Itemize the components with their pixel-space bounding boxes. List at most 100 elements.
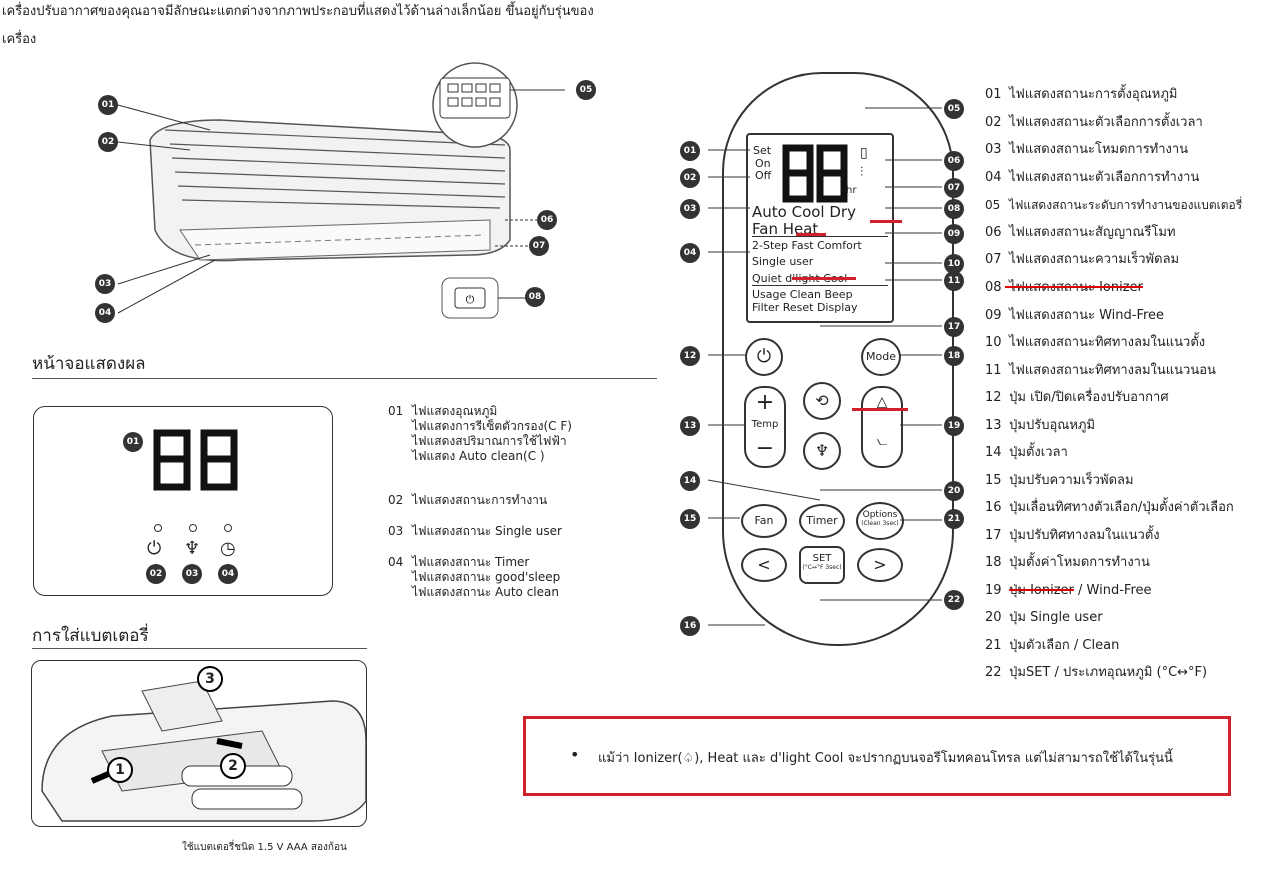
intro-line-1: เครื่องปรับอากาศของคุณอาจมีลักษณะแตกต่าง…: [2, 4, 594, 19]
display-item-text: ไฟแสดง Auto clean(C ): [412, 449, 545, 463]
temp-up-icon[interactable]: +: [755, 390, 775, 415]
remote-options-button[interactable]: Options (Clean 3sec): [856, 502, 904, 540]
remote-badge-12: 12: [680, 346, 700, 366]
lcd-off: Off: [755, 169, 772, 182]
legend-item-15: 15 ปุ่มปรับความเร็วพัดลม: [985, 473, 1134, 488]
remote-badge-17: 17: [944, 317, 964, 337]
strike-heat: [796, 233, 826, 236]
battery-illustration: 1 2 3: [31, 660, 367, 827]
power-icon: ⏻: [147, 538, 162, 559]
battery-section-rule: [32, 648, 367, 649]
legend-item-17: 17 ปุ่มปรับทิศทางลมในแนวตั้ง: [985, 528, 1160, 543]
remote-right-button[interactable]: >: [857, 548, 903, 582]
display-item-text: ไฟแสดงสถานะ Single user: [412, 524, 562, 538]
display-badge-01: 01: [123, 432, 143, 452]
remote-badge-22: 22: [944, 590, 964, 610]
lcd-fan-speed-icon: ⫶: [860, 165, 864, 180]
remote-badge-05: 05: [944, 99, 964, 119]
remote-power-button[interactable]: ⏻: [745, 338, 783, 376]
remote-badge-18: 18: [944, 346, 964, 366]
remote-vertical-swing-button[interactable]: ⟲: [803, 382, 841, 420]
lcd-opt-2: Single user: [752, 255, 814, 268]
legend-item-05: 05 ไฟแสดงสถานะระดับการทำงานของแบตเตอรี่: [985, 198, 1243, 212]
lcd-opt-1: 2-Step Fast Comfort: [752, 239, 862, 252]
legend-item-09: 09 ไฟแสดงสถานะ Wind-Free: [985, 308, 1165, 323]
indoor-unit-illustration: ⏻: [117, 62, 565, 319]
legend-item-20: 20 ปุ่ม Single user: [985, 610, 1103, 625]
lcd-battery-icon: ▯: [860, 145, 868, 161]
remote-badge-20: 20: [944, 481, 964, 501]
remote-single-user-button[interactable]: ♆: [803, 432, 841, 470]
display-item-no: 04: [388, 555, 404, 569]
display-item-text: ไฟแสดงการรีเซ็ตตัวกรอง(C F): [412, 419, 572, 433]
unit-badge-04: 04: [95, 303, 115, 323]
remote-badge-14: 14: [680, 471, 700, 491]
display-item-text: ไฟแสดงอุณหภูมิ: [412, 404, 498, 418]
display-item-text: ไฟแสดงสปริมาณการใช้ไฟฟ้า: [412, 434, 567, 448]
set-label: SET: [812, 553, 832, 564]
display-digits-88: [153, 429, 238, 491]
display-badge-04: 04: [218, 564, 238, 584]
remote-badge-09: 09: [944, 224, 964, 244]
temp-label: Temp: [751, 419, 779, 430]
remote-set-button[interactable]: SET (°C↔°F 3sec): [799, 546, 845, 584]
notice-bullet: •: [570, 745, 580, 764]
legend-item-01: 01 ไฟแสดงสถานะการตั้งอุณหภูมิ: [985, 87, 1178, 102]
legend-item-12: 12 ปุ่ม เปิด/ปิดเครื่องปรับอากาศ: [985, 390, 1169, 405]
remote-ionizer-windfree-button[interactable]: △ ⦦: [861, 386, 903, 468]
remote-badge-04: 04: [680, 243, 700, 263]
legend-item-03: 03 ไฟแสดงสถานะโหมดการทำงาน: [985, 142, 1189, 157]
unit-badge-03: 03: [95, 274, 115, 294]
display-badge-03: 03: [182, 564, 202, 584]
single-user-icon: ♆: [184, 538, 201, 559]
display-item-text: ไฟแสดงสถานะ good'sleep: [412, 570, 561, 584]
lcd-on: On: [755, 157, 771, 170]
battery-step-3: 3: [197, 666, 223, 692]
legend-item-06: 06 ไฟแสดงสถานะสัญญาณรีโมท: [985, 225, 1176, 240]
lcd-hr: hr: [846, 185, 857, 196]
lcd-digits-88: [782, 144, 848, 203]
display-item-no: 03: [388, 524, 404, 538]
strike-ionizer-icon: [870, 220, 902, 223]
legend-item-16: 16 ปุ่มเลื่อนทิศทางตัวเลือก/ปุ่มตั้งค่าต…: [985, 500, 1234, 515]
set-sub-label: (°C↔°F 3sec): [802, 564, 842, 571]
battery-step-1: 1: [107, 757, 133, 783]
remote-badge-13: 13: [680, 416, 700, 436]
remote-timer-button[interactable]: Timer: [799, 504, 845, 538]
unit-badge-02: 02: [98, 132, 118, 152]
battery-section-title: การใส่แบตเตอรี่: [32, 626, 149, 646]
legend-item-10: 10 ไฟแสดงสถานะทิศทางลมในแนวตั้ง: [985, 335, 1206, 350]
lcd-modes-1: Auto Cool Dry: [752, 203, 856, 221]
remote-badge-07: 07: [944, 178, 964, 198]
battery-caption: ใช้แบตเตอรี่ชนิด 1.5 V AAA สองก้อน: [182, 842, 347, 853]
remote-mode-button[interactable]: Mode: [861, 338, 901, 376]
display-panel: 01 ⏻ ♆ ◷ 02 03 04: [33, 406, 333, 596]
strike-ionizer-button: [852, 408, 908, 411]
legend-item-14: 14 ปุ่มตั้งเวลา: [985, 445, 1068, 460]
legend-item-02: 02 ไฟแสดงสถานะตัวเลือกการตั้งเวลา: [985, 115, 1203, 130]
lcd-set: Set: [753, 144, 772, 157]
remote-lcd: Set On Off hr ▯ ⫶ Auto Cool Dry Fan Heat…: [746, 133, 902, 323]
unit-badge-08: 08: [525, 287, 545, 307]
remote-badge-03: 03: [680, 199, 700, 219]
remote-temp-button[interactable]: + Temp −: [744, 386, 786, 468]
remote-badge-21: 21: [944, 509, 964, 529]
unit-louvers: [164, 129, 506, 209]
remote-badge-02: 02: [680, 168, 700, 188]
remote-badge-06: 06: [944, 151, 964, 171]
legend-item-21: 21 ปุ่มตัวเลือก / Clean: [985, 638, 1120, 653]
strike-dlight-cool: [792, 277, 856, 280]
temp-down-icon[interactable]: −: [755, 436, 775, 461]
legend-item-22: 22 ปุ่มSET / ประเภทอุณหภูมิ (°C↔°F): [985, 665, 1208, 680]
legend-item-08: 08 ไฟแสดงสถานะ Ionizer: [985, 280, 1143, 295]
legend-item-19: 19 ปุ่ม Ionizer / Wind-Free: [985, 583, 1152, 598]
legend-item-18: 18 ปุ่มตั้งค่าโหมดการทำงาน: [985, 555, 1150, 570]
timer-icon: ◷: [220, 538, 236, 559]
remote-left-button[interactable]: <: [741, 548, 787, 582]
unit-badge-05: 05: [576, 80, 596, 100]
remote-badge-08: 08: [944, 199, 964, 219]
options-label: Options: [862, 510, 898, 520]
notice-text: แม้ว่า Ionizer(♤), Heat และ d'light Cool…: [598, 751, 1173, 766]
unit-badge-01: 01: [98, 95, 118, 115]
remote-fan-button[interactable]: Fan: [741, 504, 787, 538]
